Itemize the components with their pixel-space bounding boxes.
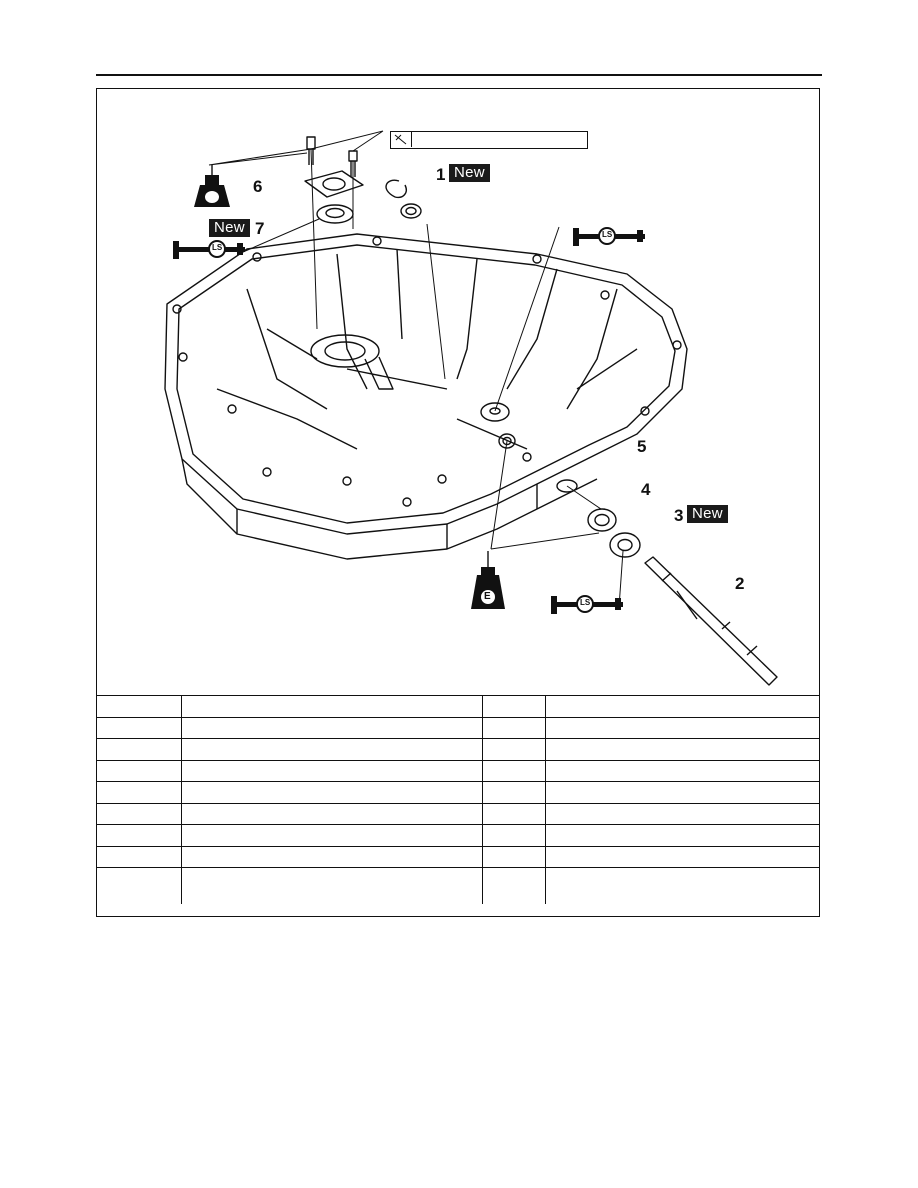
table-row: [97, 759, 819, 782]
adhesive-bottle-icon-top: [194, 165, 230, 207]
table-row: [97, 867, 819, 904]
callout-5: 5: [637, 437, 647, 456]
callout-2: 2: [735, 574, 745, 593]
table-row: [97, 738, 819, 760]
illustration-frame: LS LS LS E 1 New 6 New 7 5 4 3 New 2: [96, 88, 820, 917]
table-row: [97, 781, 819, 803]
callout-4: 4: [641, 480, 651, 499]
callout-7: 7: [255, 219, 265, 238]
crankcase-drawing: [164, 130, 778, 686]
table-row: [97, 845, 819, 868]
lubricant-ls-icon-bottom: [551, 595, 623, 614]
torque-spec-box: [390, 131, 588, 149]
callout-3: 3: [674, 506, 684, 525]
new-badge-7: New: [209, 219, 250, 237]
table-row: [97, 695, 819, 717]
exploded-view-diagram: LS LS LS E 1 New 6 New 7 5 4 3 New 2: [97, 89, 819, 696]
lubricant-ls-icon-right: [573, 227, 645, 246]
crankcase-outline: [164, 233, 688, 535]
table-row: [97, 824, 819, 846]
table-row: [97, 716, 819, 739]
callout-1: 1: [436, 165, 446, 184]
header-rule: [96, 74, 822, 76]
e-label: E: [484, 591, 491, 602]
ls-label-bottom: LS: [580, 598, 591, 607]
parts-table: [97, 695, 819, 904]
ls-label-left: LS: [212, 243, 223, 252]
lubricant-ls-icon-left: [173, 240, 245, 259]
crankcase-inner-rim: [176, 244, 676, 524]
ls-label-right: LS: [602, 230, 613, 239]
callout-6: 6: [253, 177, 263, 196]
new-badge-1: New: [449, 164, 490, 182]
new-badge-3: New: [687, 505, 728, 523]
table-row: [97, 802, 819, 825]
wrench-icon: [391, 132, 412, 147]
engine-oil-bottle-icon: [471, 551, 505, 609]
crankcase-side-wall: [181, 458, 598, 560]
